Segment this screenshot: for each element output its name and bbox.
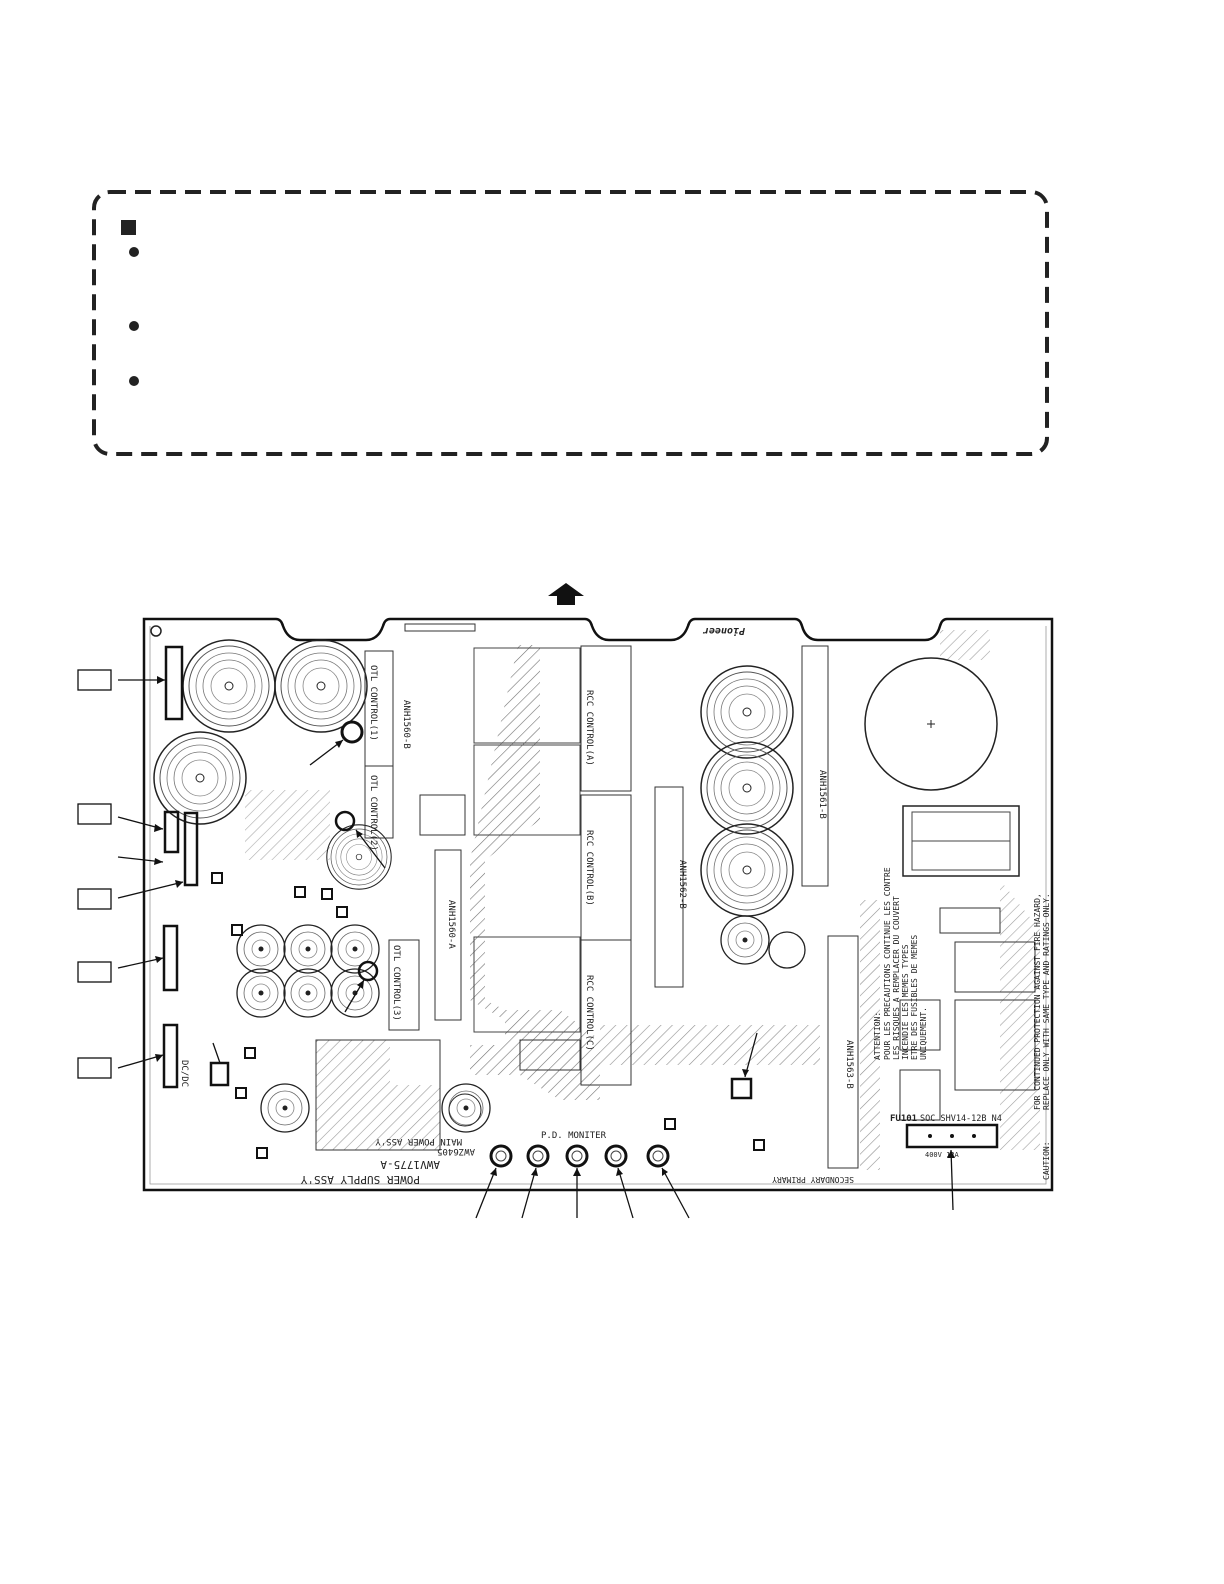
fuse-rating-label: 400V 12A: [925, 1151, 960, 1159]
brand-logo: Pioneer: [703, 625, 745, 637]
callout-box-3: [77, 888, 112, 910]
rcc-control-a-label: RCC CONTROL(A): [584, 690, 594, 766]
notice-square-icon: [121, 220, 136, 235]
svg-text:REPLACE ONLY WITH SAME TYPE AN: REPLACE ONLY WITH SAME TYPE AND RATINGS …: [1042, 893, 1051, 1110]
fuse-spec-label: SOC SHV14-12B N4: [920, 1114, 1002, 1124]
otl-control-3-label: OTL CONTROL(3): [391, 945, 401, 1021]
notice-bullet-icon: [129, 321, 139, 331]
connector-1: [164, 645, 184, 721]
svg-text:UNIQUEMENT.: UNIQUEMENT.: [919, 1007, 928, 1060]
callout-arrowheads: [154, 676, 955, 1176]
rcc-control-b-label: RCC CONTROL(B): [584, 830, 594, 906]
connector-2: [163, 810, 180, 854]
fuse-ref-label: FU101: [890, 1114, 917, 1124]
pd-monitor-label: P.D. MONITER: [541, 1131, 607, 1141]
attention-text: ATTENTION: POUR LES PRECAUTIONS CONTINUE…: [873, 867, 928, 1060]
fuse-holder: [905, 1123, 999, 1149]
secondary-primary-label: SECONDARY PRIMARY: [772, 1175, 854, 1184]
anh1561b-label: ANH1561-B: [817, 770, 827, 819]
otl-control-1-label: OTL CONTROL(1): [368, 665, 378, 741]
connector-3: [183, 811, 199, 887]
svg-text:INCENDIE LES MEMES TYPES: INCENDIE LES MEMES TYPES: [901, 944, 910, 1060]
notice-box: [92, 190, 1049, 456]
callout-box-5: [77, 1057, 112, 1079]
ic-marker: [209, 1061, 230, 1087]
dcdc-label: DC/DC: [179, 1060, 189, 1087]
anh1563b-label: ANH1563-B: [844, 1040, 854, 1089]
svg-text:FOR CONTINUED PROTECTION AGAIN: FOR CONTINUED PROTECTION AGAINST FIRE HA…: [1033, 893, 1042, 1110]
svg-text:LES RISQUES A REMPLACER DU COU: LES RISQUES A REMPLACER DU COUVERT: [892, 896, 901, 1060]
connector-5: [162, 1023, 179, 1089]
svg-text:ATTENTION:: ATTENTION:: [873, 1012, 882, 1060]
rcc-control-c-label: RCC CONTROL(C): [584, 975, 594, 1051]
board-code-label: AWZ6405: [437, 1146, 475, 1156]
callout-box-1: [77, 669, 112, 691]
anh1562b-label: ANH1562-B: [677, 860, 687, 909]
svg-text:CAUTION:: CAUTION:: [1042, 1141, 1051, 1180]
anh1560b-label: ANH1560-B: [401, 700, 411, 749]
pcb-board: Pioneer OTL CONTROL(1) OTL CONTROL(2) OT…: [142, 617, 1054, 1192]
part-number-label: AWV1775-A: [380, 1158, 440, 1171]
main-power-label: MAIN POWER ASS'Y: [375, 1136, 462, 1146]
svg-text:ETRE DES FUSIBLES DE MEMES: ETRE DES FUSIBLES DE MEMES: [910, 935, 919, 1060]
callout-box-2: [77, 803, 112, 825]
svg-text:POUR LES PRECAUTIONS CONTINUE: POUR LES PRECAUTIONS CONTINUE LES CONTRE: [883, 867, 892, 1060]
notice-bullet-icon: [129, 247, 139, 257]
ic-marker: [730, 1077, 753, 1100]
up-arrow-icon: [548, 583, 584, 605]
callout-box-4: [77, 961, 112, 983]
anh1560a-label: ANH1560-A: [446, 900, 456, 949]
caution-text: CAUTION: FOR CONTINUED PROTECTION AGAINS…: [1033, 893, 1051, 1180]
power-supply-label: POWER SUPPLY ASS'Y: [300, 1173, 420, 1186]
connector-4: [162, 924, 179, 992]
otl-control-2-label: OTL CONTROL(2): [368, 775, 378, 851]
notice-bullet-icon: [129, 376, 139, 386]
